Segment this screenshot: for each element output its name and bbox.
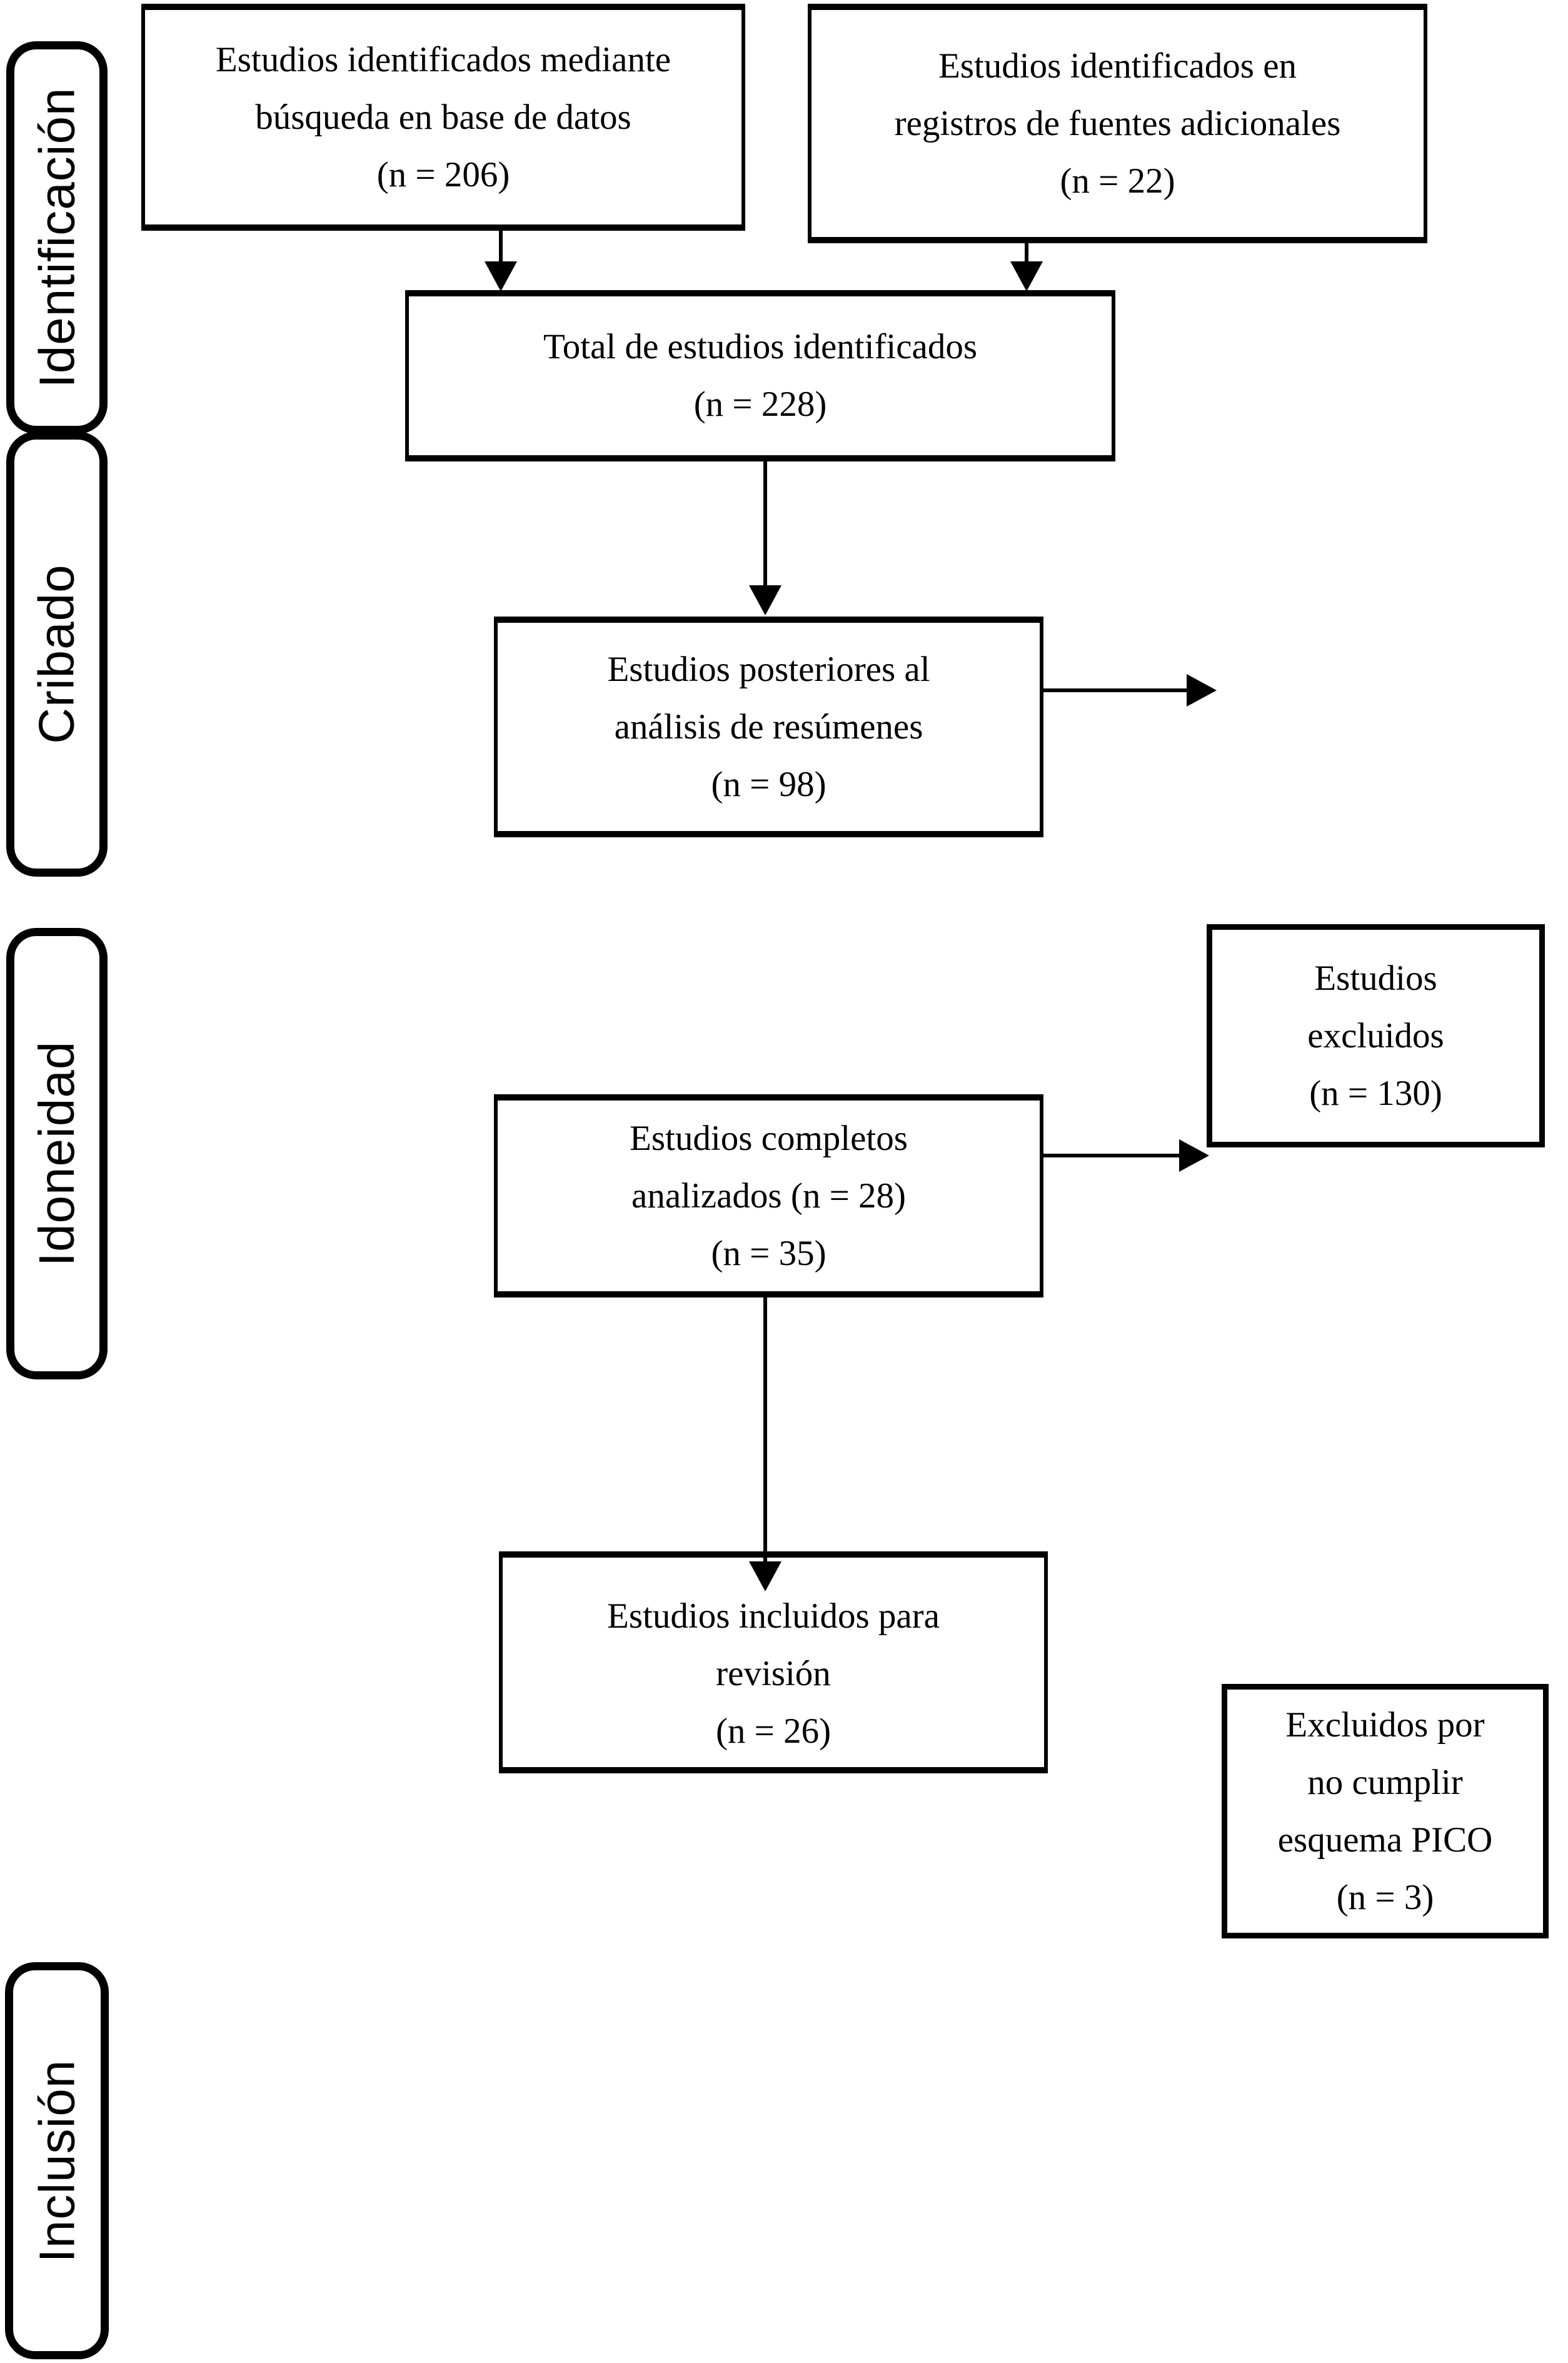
arrow-abstract-excluded-head — [1187, 674, 1217, 707]
box-identified-database: Estudios identificados mediante búsqueda… — [141, 4, 745, 231]
arrow-fulltext-to-excluded-line — [1043, 1154, 1179, 1157]
text-line: (n = 35) — [711, 1233, 827, 1273]
text-line: esquema PICO — [1277, 1820, 1493, 1860]
text-line: Excluidos por — [1285, 1705, 1485, 1745]
text-line: Estudios incluidos para — [607, 1596, 940, 1636]
text-line: (n = 22) — [1060, 161, 1175, 201]
text-line: Estudios — [1314, 958, 1437, 998]
box-total-identified: Total de estudios identificados (n = 228… — [405, 290, 1115, 461]
box-fulltext-analyzed: Estudios completos analizados (n = 28) (… — [494, 1094, 1043, 1297]
stage-label: Cribado — [29, 564, 84, 744]
text-line: Estudios completos — [630, 1118, 908, 1158]
stage-label: Identificación — [29, 87, 85, 388]
arrow-total-to-abstract-line — [763, 461, 767, 586]
arrow-fulltext-to-included-line — [763, 1297, 767, 1562]
arrow-database-to-total-head — [485, 261, 517, 291]
box-excluded-pico: Excluidos por no cumplir esquema PICO (n… — [1222, 1684, 1549, 1938]
stage-cribado: Cribado — [6, 431, 108, 877]
text-line: (n = 3) — [1336, 1877, 1434, 1917]
text-line: Total de estudios identificados — [543, 327, 978, 366]
box-abstract-screened: Estudios posteriores al análisis de resú… — [494, 617, 1043, 837]
text-line: no cumplir — [1307, 1762, 1463, 1802]
text-line: Estudios posteriores al — [607, 649, 930, 689]
stage-identificacion: Identificación — [6, 41, 108, 434]
text-line: (n = 228) — [693, 385, 827, 424]
arrow-additional-to-total-head — [1010, 261, 1043, 291]
text-line: (n = 98) — [711, 764, 827, 804]
arrow-total-to-abstract-head — [749, 585, 781, 615]
stage-label: Idoneidad — [29, 1040, 85, 1267]
stage-inclusion: Inclusión — [5, 1962, 109, 2359]
text-line: excluidos — [1307, 1015, 1444, 1056]
stage-label: Inclusión — [29, 2059, 84, 2262]
text-line: (n = 206) — [376, 154, 510, 194]
arrow-fulltext-to-included-head — [749, 1561, 781, 1591]
text-line: (n = 26) — [715, 1711, 832, 1751]
box-identified-additional: Estudios identificados en registros de f… — [808, 4, 1427, 243]
arrow-abstract-excluded-line — [1043, 688, 1187, 692]
arrow-fulltext-to-excluded-head — [1179, 1139, 1209, 1172]
text-line: (n = 130) — [1309, 1073, 1442, 1113]
stage-idoneidad: Idoneidad — [6, 928, 108, 1379]
text-line: registros de fuentes adicionales — [894, 103, 1341, 143]
text-line: búsqueda en base de datos — [255, 97, 631, 137]
arrow-additional-to-total-line — [1025, 243, 1028, 263]
arrow-database-to-total-line — [499, 230, 503, 263]
text-line: revisión — [716, 1653, 831, 1693]
text-line: Estudios identificados mediante — [215, 39, 671, 79]
box-studies-excluded: Estudios excluidos (n = 130) — [1207, 924, 1545, 1147]
text-line: analizados (n = 28) — [631, 1176, 906, 1216]
text-line: análisis de resúmenes — [614, 707, 923, 747]
text-line: Estudios identificados en — [938, 46, 1297, 86]
